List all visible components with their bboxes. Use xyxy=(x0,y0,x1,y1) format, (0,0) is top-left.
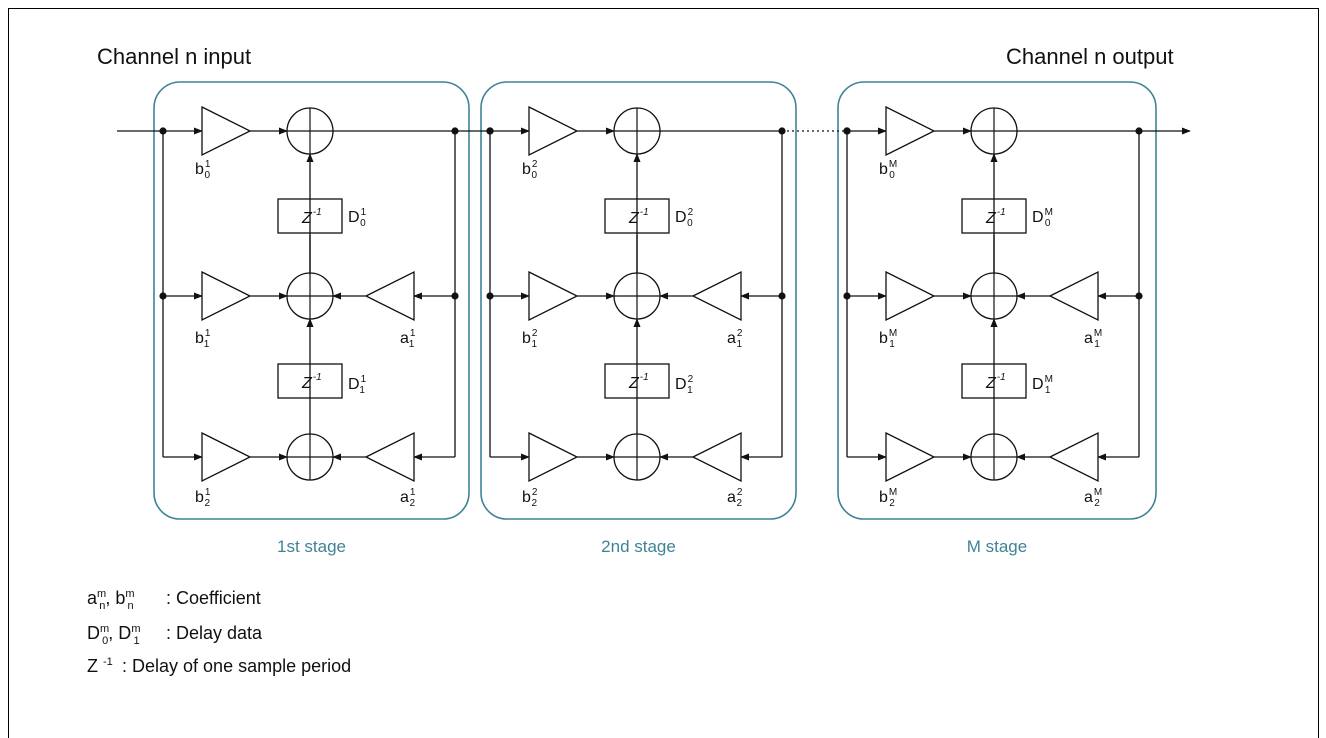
legend-delay-period: Z -1 : Delay of one sample period xyxy=(87,656,351,677)
legend-delay-data-symbol: Dm0, Dm1 xyxy=(87,623,141,647)
gain-b2 xyxy=(885,431,936,483)
adder-2 xyxy=(286,433,334,481)
legend-delay-data: Dm0, Dm1 : Delay data xyxy=(87,623,262,647)
gain-b1 xyxy=(885,270,936,322)
stage-label: 1st stage xyxy=(277,537,346,556)
adder-0 xyxy=(970,107,1018,155)
adder-1 xyxy=(970,272,1018,320)
adder-1 xyxy=(613,272,661,320)
gain-b1 xyxy=(201,270,252,322)
gain-b0 xyxy=(528,105,579,157)
gain-b2 xyxy=(201,431,252,483)
legend-coefficient-symbol: amn, bmn xyxy=(87,588,135,612)
gain-a2 xyxy=(364,431,415,483)
gain-a1 xyxy=(1048,270,1099,322)
stage-label: 2nd stage xyxy=(601,537,676,556)
channel-input-title: Channel n input xyxy=(97,44,252,69)
adder-0 xyxy=(613,107,661,155)
gain-a1 xyxy=(364,270,415,322)
node-dot xyxy=(486,127,494,135)
adder-2 xyxy=(613,433,661,481)
gain-b0 xyxy=(201,105,252,157)
legend-coefficient: amn, bmn : Coefficient xyxy=(87,588,261,612)
stage-label: M stage xyxy=(967,537,1027,556)
figure-frame xyxy=(8,8,1319,738)
gain-a2 xyxy=(1048,431,1099,483)
stage-box xyxy=(480,81,797,520)
adder-0 xyxy=(286,107,334,155)
stage-box xyxy=(153,81,470,520)
legend-coefficient-text: : Coefficient xyxy=(166,588,261,608)
stage-box xyxy=(837,81,1157,520)
legend-delay-period-text: : Delay of one sample period xyxy=(122,656,352,676)
adder-2 xyxy=(970,433,1018,481)
adder-1 xyxy=(286,272,334,320)
legend-delay-data-text: : Delay data xyxy=(166,623,263,643)
gain-b0 xyxy=(885,105,936,157)
gain-b1 xyxy=(528,270,579,322)
gain-a2 xyxy=(691,431,742,483)
legend-delay-period-symbol: Z -1 xyxy=(87,656,113,676)
gain-a1 xyxy=(691,270,742,322)
node-dot xyxy=(843,127,851,135)
gain-b2 xyxy=(528,431,579,483)
channel-output-title: Channel n output xyxy=(1006,44,1174,69)
